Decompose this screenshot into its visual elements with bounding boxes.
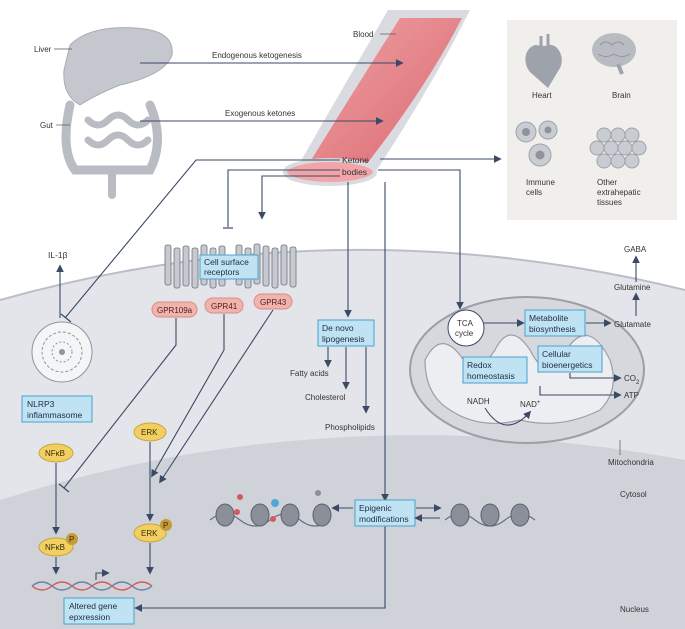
exogenous-label: Exogenous ketones (225, 109, 295, 118)
erk-phospho (160, 519, 172, 531)
gpr109a-label: GPR109a (157, 306, 193, 315)
nfkb-label: NFκB (45, 449, 65, 458)
brain-icon (592, 33, 636, 75)
tca-label-2: cycle (455, 329, 474, 338)
nad-label: NAD+ (520, 400, 541, 409)
other-tissues-label-3: tissues (597, 198, 622, 207)
epigenic-box (354, 499, 416, 527)
nucleus-region (0, 435, 685, 629)
liver-icon (63, 27, 173, 106)
liver-label: Liver (34, 45, 52, 54)
gut-icon (61, 100, 162, 199)
cytosol-label: Cytosol (620, 490, 647, 499)
blood-vessel (283, 10, 470, 186)
nadh-label: NADH (467, 397, 490, 406)
epigenic-label-2: modifications (359, 514, 409, 524)
nlrp3-label-2: inflammasome (27, 410, 83, 420)
erk-oval (133, 422, 167, 442)
atp-label: ATP (624, 391, 639, 400)
cell-surface-box (199, 254, 259, 280)
chromatin-unmodified-icon (444, 503, 536, 527)
blood-label: Blood (353, 30, 373, 39)
heart-icon (525, 34, 562, 88)
il1b-label: IL-1β (48, 250, 68, 260)
glutamate-label: Glutamate (614, 320, 651, 329)
de-novo-label-1: De novo (322, 323, 354, 333)
heart-label: Heart (532, 91, 552, 100)
metabolite-label-1: Metabolite (529, 313, 568, 323)
altered-gene-label-2: epxression (69, 612, 110, 622)
co2-label: CO2 (624, 374, 640, 386)
redox-label-2: homeostasis (467, 371, 515, 381)
gpr109a-pill (151, 301, 198, 318)
metabolite-label-2: biosynthesis (529, 324, 576, 334)
gpr41-pill (204, 297, 244, 314)
altered-gene-label-1: Altered gene (69, 601, 117, 611)
mitochondria-label: Mitochondria (608, 458, 654, 467)
immune-cells-label-2: cells (526, 188, 542, 197)
nfkb-phospho (66, 533, 78, 545)
gpr41-label: GPR41 (211, 302, 238, 311)
redox-box (462, 356, 528, 384)
cell-surface-label-2: receptors (204, 267, 239, 277)
chromatin-modified-icon (209, 490, 332, 527)
nfkb-phospho-label: P (69, 535, 74, 544)
ketone-bodies-label-2: bodies (342, 167, 367, 177)
gpr43-pill (253, 293, 293, 310)
de-novo-label-2: lipogenesis (322, 334, 365, 344)
de-novo-box (317, 319, 375, 347)
epigenic-label-1: Epigenic (359, 503, 392, 513)
cell-membrane (0, 248, 685, 301)
fatty-acids-label: Fatty acids (290, 369, 329, 378)
cell-surface-label-1: Cell surface (204, 257, 249, 267)
erk-phospho-label: P (163, 521, 168, 530)
dna-helix-icon (31, 581, 153, 591)
nfkb-oval (38, 443, 74, 463)
altered-gene-box (63, 597, 135, 625)
other-tissues-label-1: Other (597, 178, 617, 187)
metabolite-box (524, 309, 586, 337)
erk-label: ERK (141, 428, 158, 437)
nfkb-p-oval (38, 537, 74, 557)
erk-p-label: ERK (141, 529, 158, 538)
cellular-box (537, 345, 603, 373)
cellular-label-2: bioenergetics (542, 360, 593, 370)
other-tissues-icon (589, 127, 647, 169)
cellular-label-1: Cellular (542, 349, 571, 359)
immune-cells-label-1: Immune (526, 178, 555, 187)
tca-cycle-icon (447, 309, 485, 347)
glutamine-label: Glutamine (614, 283, 651, 292)
phospholipids-label: Phospholipids (325, 423, 375, 432)
nucleus-label: Nucleus (620, 605, 649, 614)
gut-label: Gut (40, 121, 54, 130)
other-tissues-label-2: extrahepatic (597, 188, 641, 197)
endogenous-label: Endogenous ketogenesis (212, 51, 302, 60)
ketone-bodies-label-1: Ketone (342, 155, 369, 165)
nlrp3-label-1: NLRP3 (27, 399, 55, 409)
gpr43-label: GPR43 (260, 298, 287, 307)
cholesterol-label: Cholesterol (305, 393, 346, 402)
nlrp3-inflammasome-icon (31, 321, 93, 383)
tca-label-1: TCA (457, 319, 474, 328)
nfkb-p-label: NFκB (45, 543, 65, 552)
immune-cells-icon (515, 120, 558, 167)
brain-label: Brain (612, 91, 631, 100)
erk-p-oval (133, 523, 167, 543)
gaba-label: GABA (624, 245, 647, 254)
nlrp3-box (21, 395, 93, 423)
redox-label-1: Redox (467, 360, 492, 370)
